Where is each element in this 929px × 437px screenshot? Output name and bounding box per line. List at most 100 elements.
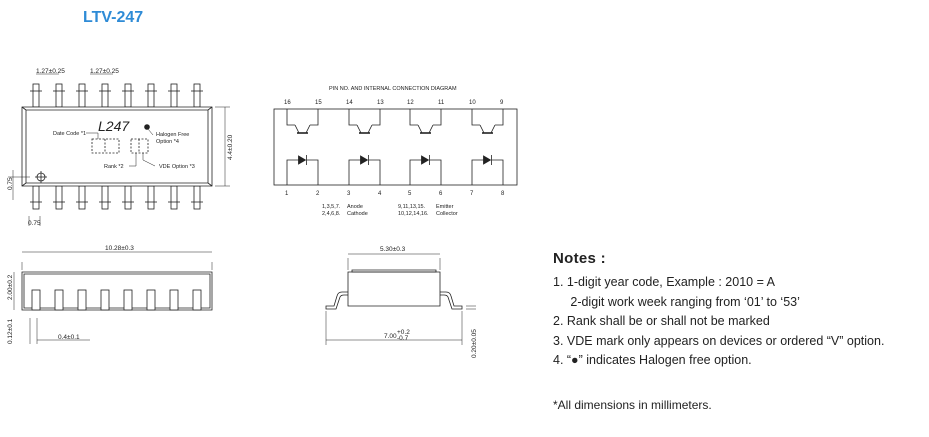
side-view xyxy=(13,251,213,344)
top-view-lead xyxy=(170,185,178,210)
pin-number-top: 15 xyxy=(315,100,322,106)
pin-number-top: 10 xyxy=(469,100,476,106)
overall-width-plus: +0.2 xyxy=(397,329,410,336)
top-view-lead xyxy=(147,83,155,108)
halogen-option-label: Option *4 xyxy=(156,139,179,145)
top-view-lead xyxy=(32,185,40,210)
legend-emitter-name: Emitter xyxy=(436,204,454,210)
end-view-body xyxy=(347,271,441,307)
top-view-lead xyxy=(78,83,86,108)
note-4: 4. “●” indicates Halogen free option. xyxy=(553,353,752,367)
rank-label: Rank *2 xyxy=(104,164,124,170)
top-view-lead xyxy=(193,185,201,210)
end-width-dim: 5.30±0.3 xyxy=(380,246,406,253)
top-view-lead xyxy=(124,83,132,108)
top-view-lead xyxy=(101,185,109,210)
note-3: 3. VDE mark only appears on devices or o… xyxy=(553,333,885,348)
side-view-lead xyxy=(192,289,202,311)
side-view-lead xyxy=(31,289,41,311)
top-view xyxy=(8,73,230,226)
pin-number-top: 14 xyxy=(346,100,353,106)
side-view-body xyxy=(21,271,213,311)
pin-number-bottom: 4 xyxy=(378,191,382,197)
note-1: 1. 1-digit year code, Example : 2010 = A xyxy=(553,275,776,289)
body-height-dim: 2.00±0.2 xyxy=(7,274,14,300)
collector-lead xyxy=(348,109,357,126)
collector-lead xyxy=(471,109,480,126)
led-diode xyxy=(298,155,307,165)
note-1-continued: 2-digit work week ranging from ‘01’ to ‘… xyxy=(553,294,800,309)
pin-diagram-title: PIN NO. AND INTERNAL CONNECTION DIAGRAM xyxy=(329,86,457,92)
side-view-lead xyxy=(77,289,87,311)
collector-lead xyxy=(409,109,418,126)
led-diode xyxy=(360,155,369,165)
side-view-lead xyxy=(54,289,64,311)
part-number-title: LTV-247 xyxy=(83,9,144,26)
pin-number-top: 13 xyxy=(377,100,384,106)
legend-emitter-pins: 9,11,13,15. xyxy=(398,204,426,210)
top-view-lead xyxy=(78,185,86,210)
overall-width-dim: 7.00 xyxy=(384,333,397,340)
pin-number-top: 11 xyxy=(438,100,445,106)
date-code-box xyxy=(91,138,120,154)
halogen-dot xyxy=(144,124,150,130)
vde-option-label: VDE Option *3 xyxy=(159,164,195,170)
pitch-dim-2: 1.27±0.25 xyxy=(90,68,119,75)
pin-number-bottom: 5 xyxy=(408,191,412,197)
pin-number-top: 16 xyxy=(284,100,291,106)
notes-panel: Notes : 1. 1-digit year code, Example : … xyxy=(553,250,884,371)
led-diode xyxy=(421,155,430,165)
collector-lead xyxy=(286,109,295,126)
date-code-label: Date Code *1 xyxy=(53,131,86,137)
dimension-footnote: *All dimensions in millimeters. xyxy=(553,398,712,412)
note-2: 2. Rank shall be or shall not be marked xyxy=(553,314,770,328)
pin-offset-bottom-dim: 0.75 xyxy=(28,220,41,227)
legend-cathode-name: Cathode xyxy=(347,211,368,217)
pitch-dim-1: 1.27±0.25 xyxy=(36,68,65,75)
legend-anode-pins: 1,3,5,7. xyxy=(322,204,341,210)
halogen-free-label: Halogen Free xyxy=(156,132,189,138)
top-view-lead xyxy=(147,185,155,210)
legend-collector-pins: 10,12,14,16. xyxy=(398,211,429,217)
top-view-lead xyxy=(193,83,201,108)
top-view-lead xyxy=(32,83,40,108)
notes-heading: Notes : xyxy=(553,250,606,267)
side-view-lead xyxy=(169,289,179,311)
pin-number-top: 9 xyxy=(500,100,504,106)
lead-width-dim: 0.4±0.1 xyxy=(58,334,80,341)
top-view-lead xyxy=(101,83,109,108)
side-view-lead xyxy=(100,289,110,311)
side-view-lead xyxy=(123,289,133,311)
pin-number-top: 12 xyxy=(407,100,414,106)
top-view-upper-leads xyxy=(30,83,203,108)
marking-text: L247 xyxy=(98,118,130,134)
length-dim: 10.28±0.3 xyxy=(105,245,134,252)
led-diode xyxy=(483,155,492,165)
pin-number-bottom: 2 xyxy=(316,191,320,197)
standoff-dim: 0.12±0.1 xyxy=(7,318,14,344)
pin-offset-dim: 0.75 xyxy=(7,177,14,190)
pin-number-bottom: 7 xyxy=(470,191,474,197)
overall-width-minus: -0.7 xyxy=(397,335,409,342)
side-view-lead xyxy=(146,289,156,311)
legend-collector-name: Collector xyxy=(436,211,458,217)
top-view-lead xyxy=(55,185,63,210)
top-view-lead xyxy=(55,83,63,108)
pin-number-bottom: 3 xyxy=(347,191,351,197)
pin-diagram-frame xyxy=(273,108,518,186)
height-dim: 4.4±0.20 xyxy=(227,134,234,160)
pin-number-bottom: 1 xyxy=(285,191,289,197)
lead-thickness-dim: 0.20±0.05 xyxy=(471,329,478,358)
pin-number-bottom: 8 xyxy=(501,191,505,197)
end-view-leads xyxy=(325,291,348,310)
top-view-lower-leads xyxy=(30,185,203,210)
end-view xyxy=(325,253,476,345)
legend-anode-name: Anode xyxy=(347,204,363,210)
top-view-lead xyxy=(124,185,132,210)
rank-box xyxy=(130,138,149,154)
pin-number-bottom: 6 xyxy=(439,191,443,197)
top-view-lead xyxy=(170,83,178,108)
pin-diagram xyxy=(273,108,518,186)
legend-cathode-pins: 2,4,6,8. xyxy=(322,211,341,217)
